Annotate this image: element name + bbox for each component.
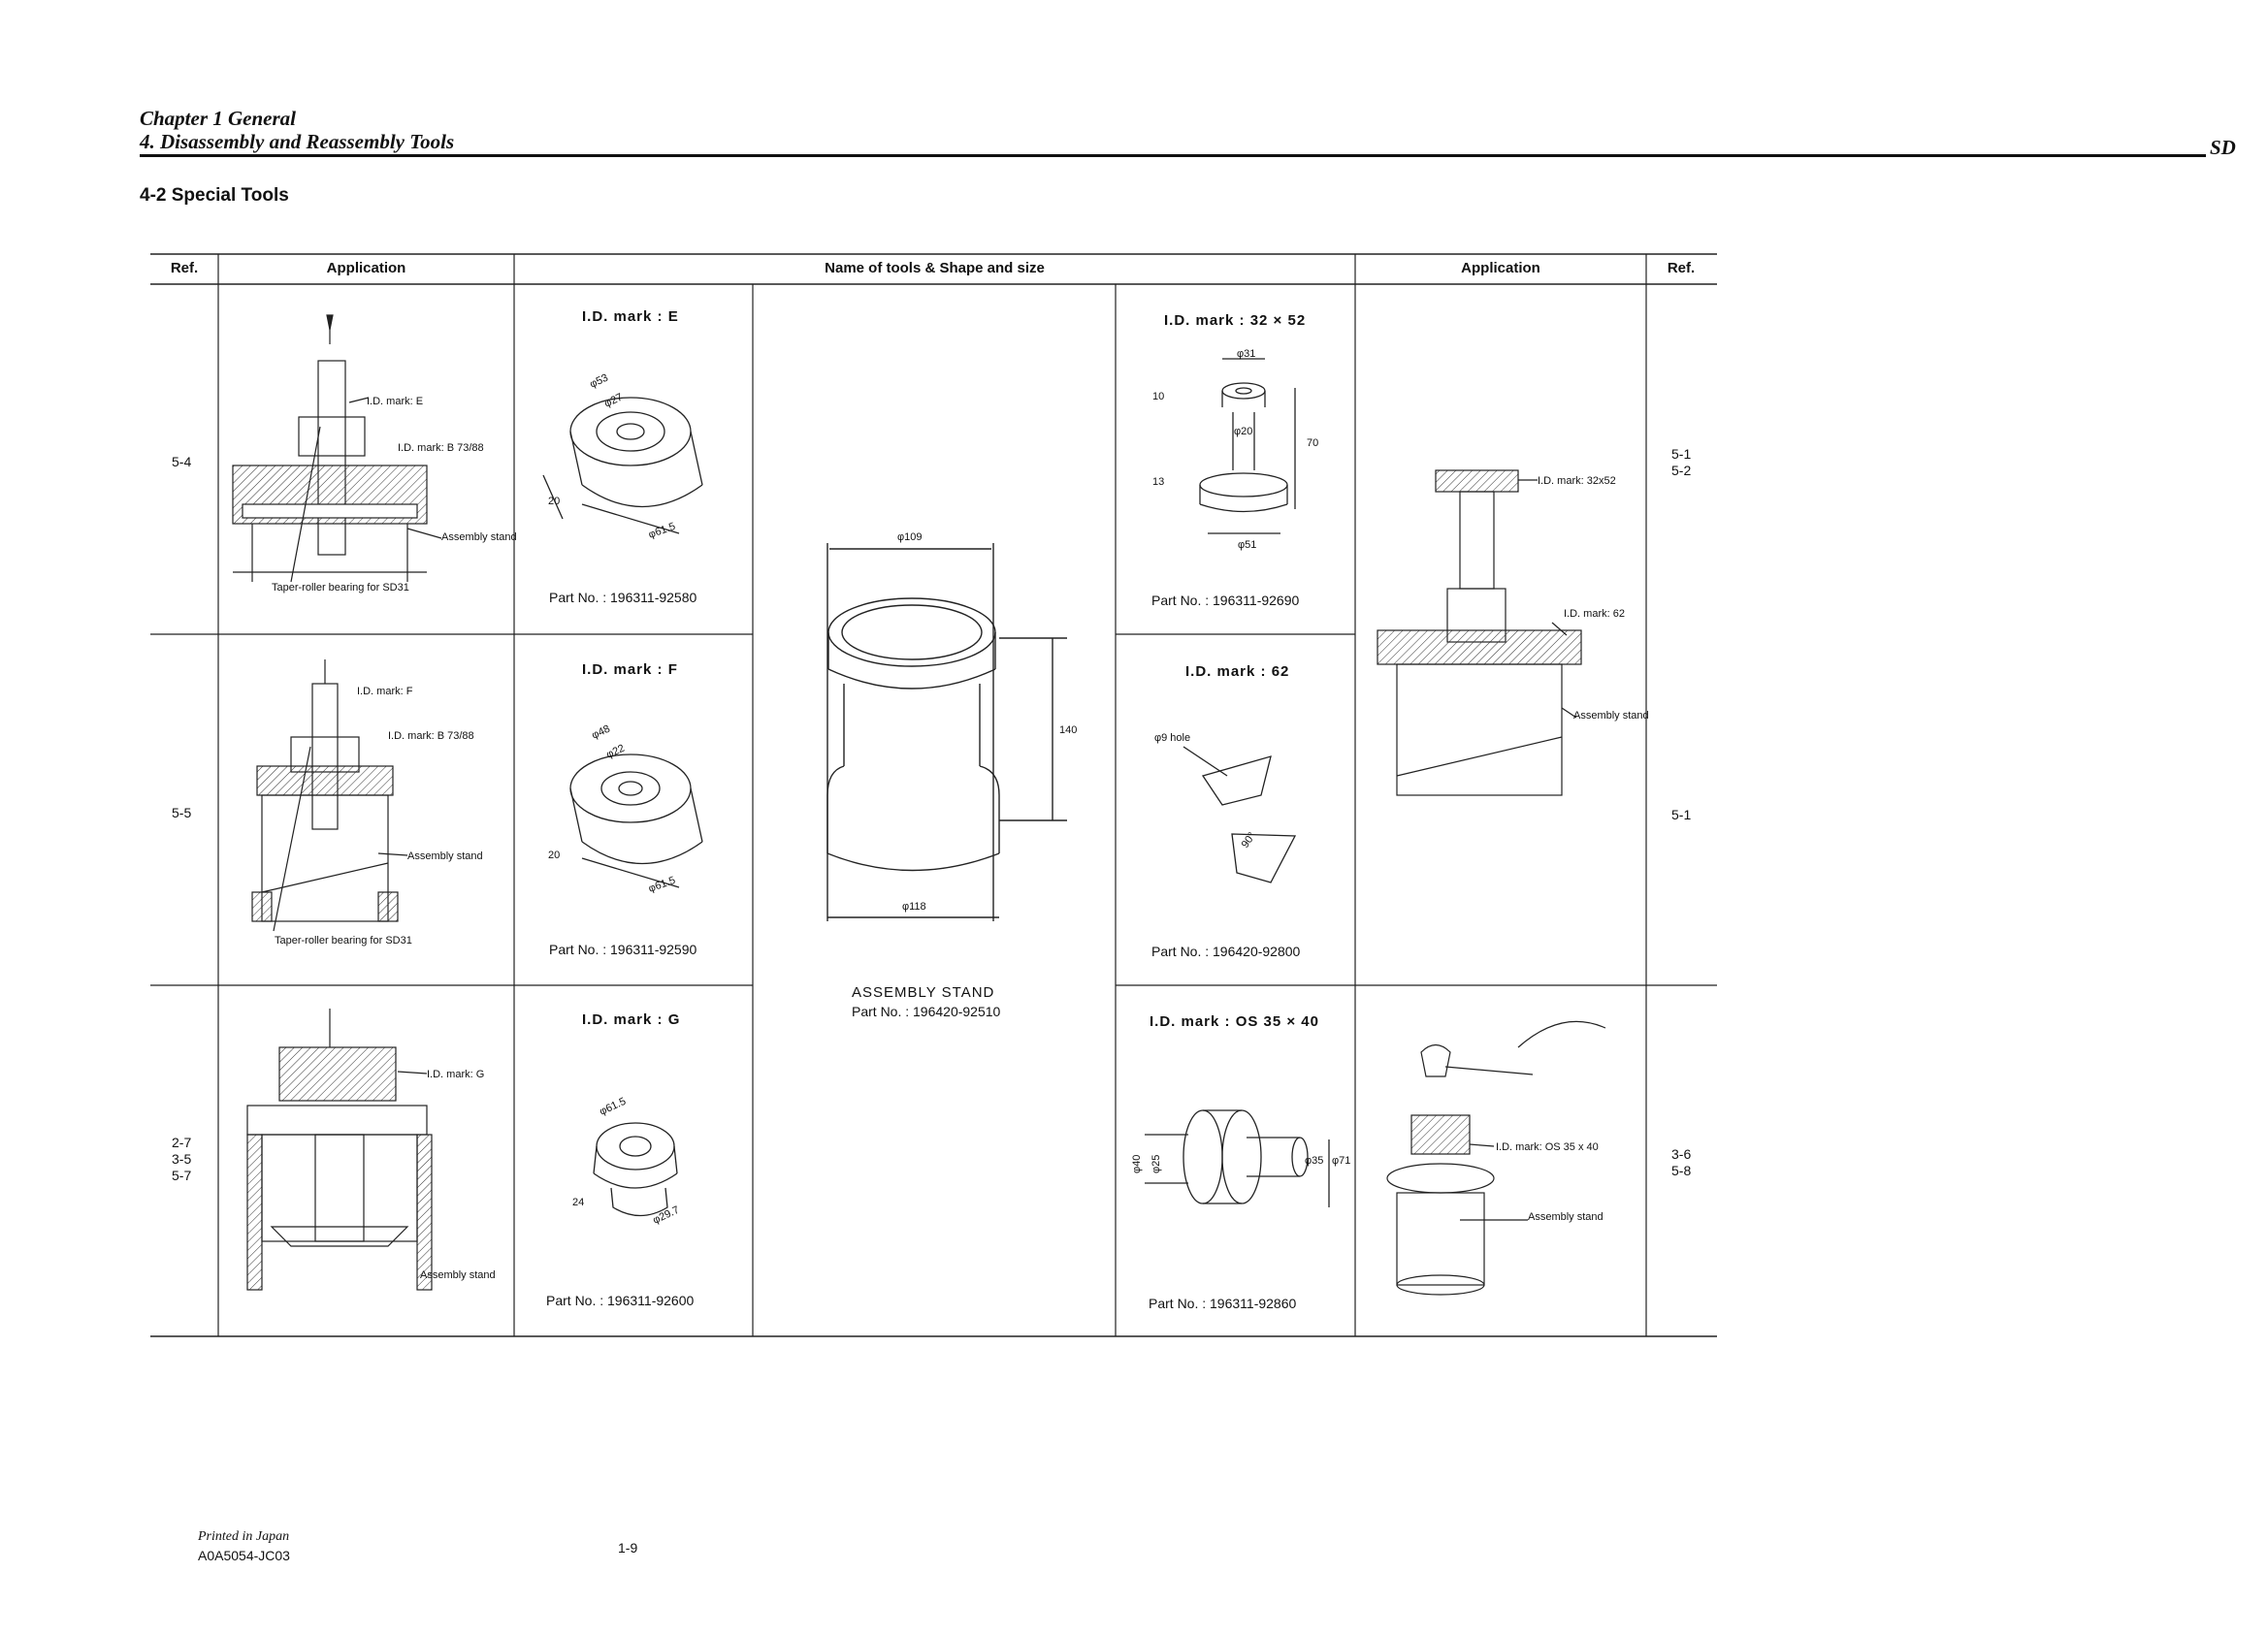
part-no-32x52: Part No. : 196311-92690 (1151, 593, 1300, 608)
id-mark-e: I.D. mark : E (582, 308, 679, 325)
dim-stand-base: φ118 (902, 901, 926, 913)
header-tools: Name of tools & Shape and size (825, 260, 1045, 276)
dim-f-height: 20 (548, 850, 560, 861)
dim-e-height: 20 (548, 496, 560, 507)
tool-e-drawing (542, 397, 703, 534)
callout-assembly-stand-4: Assembly stand (1573, 710, 1649, 722)
dim-32x52-base-h: 13 (1152, 476, 1164, 488)
dim-32x52-top: φ31 (1237, 348, 1255, 360)
dim-e-base: φ61.5 (647, 521, 677, 541)
id-mark-os35x40: I.D. mark : OS 35 × 40 (1150, 1013, 1319, 1030)
dim-32x52-base: φ51 (1238, 539, 1256, 551)
part-no-f: Part No. : 196311-92590 (549, 942, 697, 957)
dim-f-od: φ48 (590, 723, 612, 742)
callout-b7388-1: I.D. mark: B 73/88 (398, 442, 484, 454)
chapter-title: Chapter 1 General (140, 107, 297, 130)
id-mark-62: I.D. mark : 62 (1185, 663, 1290, 680)
assembly-stand-drawing (826, 543, 1067, 921)
callout-id-mark-os35x40: I.D. mark: OS 35 x 40 (1496, 1141, 1599, 1153)
dim-os-flange: φ71 (1332, 1155, 1350, 1167)
application-diagram-os35x40 (1386, 1020, 1606, 1296)
callout-b7388-2: I.D. mark: B 73/88 (388, 730, 474, 742)
dim-62-hole: φ9 hole (1154, 732, 1190, 744)
callout-assembly-stand-2: Assembly stand (407, 850, 483, 862)
callout-id-mark-f: I.D. mark: F (357, 686, 413, 697)
footer-code: A0A5054-JC03 (198, 1548, 290, 1563)
application-diagram-32x52 (1377, 469, 1582, 796)
ref-right-1: 5-1 5-2 (1671, 446, 1692, 478)
header-ref-right: Ref. (1667, 260, 1696, 276)
callout-id-mark-62: I.D. mark: 62 (1564, 608, 1625, 620)
ref-row-3: 2-7 3-5 5-7 (172, 1135, 192, 1183)
tool-32x52-drawing (1199, 358, 1296, 534)
id-mark-g: I.D. mark : G (582, 1011, 681, 1028)
dim-62-angle: 90° (1240, 830, 1258, 850)
header-ref-left: Ref. (170, 260, 199, 276)
ref-right-2: 5-1 (1671, 807, 1692, 822)
dim-g-height: 24 (572, 1197, 584, 1208)
dim-e-od: φ53 (588, 372, 610, 391)
dim-e-id: φ27 (602, 392, 625, 410)
application-diagram-g (246, 1009, 433, 1291)
assembly-stand-name: ASSEMBLY STAND (852, 984, 995, 1001)
id-mark-32x52: I.D. mark : 32 × 52 (1164, 312, 1307, 329)
dim-32x52-shaft: φ20 (1234, 426, 1252, 437)
ref-row-2: 5-5 (172, 805, 192, 820)
dim-os-id: φ25 (1150, 1155, 1162, 1173)
table-grid (150, 253, 1717, 1337)
ref-right-3: 3-6 5-8 (1671, 1146, 1692, 1178)
model-tag: SD (2210, 136, 2236, 159)
dim-f-base: φ61.5 (647, 875, 677, 895)
callout-id-mark-32x52: I.D. mark: 32x52 (1538, 475, 1616, 487)
dim-f-id: φ22 (604, 743, 627, 761)
tool-62-drawing (1183, 746, 1297, 883)
header-application-right: Application (1461, 260, 1540, 276)
part-no-g: Part No. : 196311-92600 (546, 1293, 695, 1308)
assembly-stand-part-no: Part No. : 196420-92510 (852, 1004, 1001, 1019)
subsection-title: 4-2 Special Tools (140, 185, 289, 206)
section-title: 4. Disassembly and Reassembly Tools (140, 130, 455, 153)
callout-taper-roller-1: Taper-roller bearing for SD31 (272, 582, 409, 593)
tool-os35x40-drawing (1145, 1109, 1330, 1207)
id-mark-f: I.D. mark : F (582, 661, 678, 678)
dim-stand-height: 140 (1059, 724, 1077, 736)
dim-os-od: φ40 (1131, 1155, 1143, 1173)
part-no-62: Part No. : 196420-92800 (1151, 944, 1301, 959)
callout-id-mark-g: I.D. mark: G (427, 1069, 484, 1080)
part-no-os35x40: Part No. : 196311-92860 (1149, 1296, 1297, 1311)
page-number: 1-9 (618, 1540, 638, 1556)
part-no-e: Part No. : 196311-92580 (549, 590, 697, 605)
callout-taper-roller-2: Taper-roller bearing for SD31 (275, 935, 412, 946)
tool-g-drawing (593, 1122, 678, 1217)
tool-f-drawing (569, 754, 703, 888)
dim-os-shaft: φ35 (1305, 1155, 1323, 1167)
dim-stand-top: φ109 (897, 531, 923, 543)
callout-id-mark-e: I.D. mark: E (367, 396, 423, 407)
ref-row-1: 5-4 (172, 454, 192, 469)
header-application-left: Application (326, 260, 406, 276)
callout-assembly-stand-5: Assembly stand (1528, 1211, 1604, 1223)
application-diagram-e (232, 314, 442, 583)
callout-assembly-stand-1: Assembly stand (441, 531, 517, 543)
dim-g-od: φ61.5 (598, 1096, 628, 1118)
application-diagram-f (251, 659, 408, 932)
dim-32x52-height: 70 (1307, 437, 1318, 449)
footer-printed: Printed in Japan (198, 1529, 290, 1544)
dim-32x52-head: 10 (1152, 391, 1164, 402)
callout-assembly-stand-3: Assembly stand (420, 1269, 496, 1281)
header-rule (140, 154, 2206, 157)
